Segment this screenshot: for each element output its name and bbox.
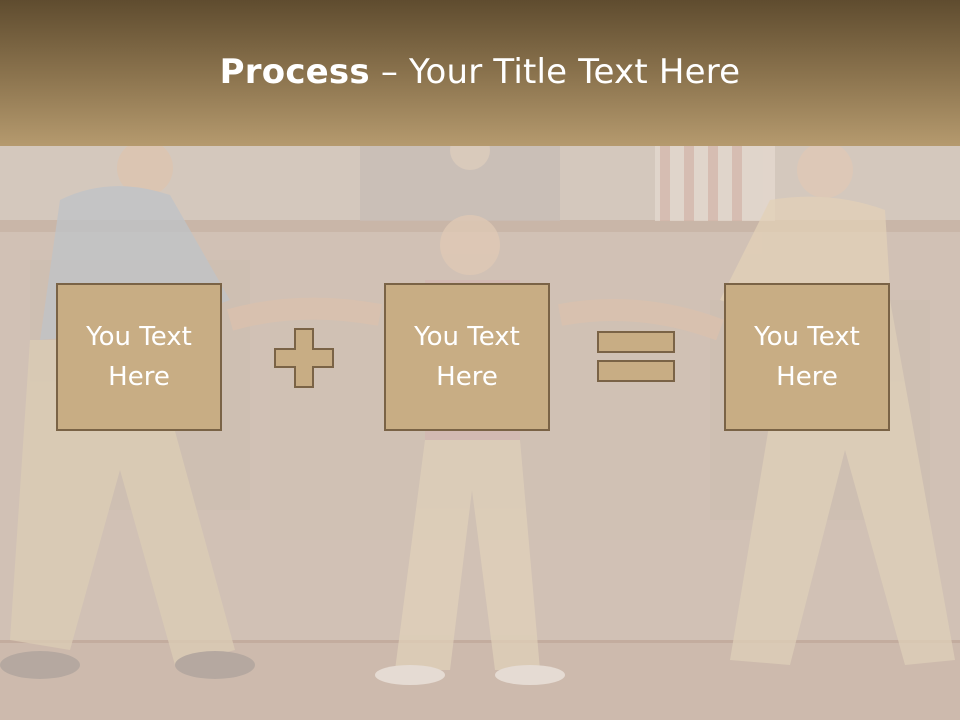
plus-icon bbox=[274, 328, 334, 388]
slide-title: Process – Your Title Text Here bbox=[0, 52, 960, 92]
process-box-3-text[interactable]: You Text Here bbox=[754, 322, 860, 392]
process-box-3[interactable]: You Text Here bbox=[724, 283, 890, 431]
process-box-1-text[interactable]: You Text Here bbox=[86, 322, 192, 392]
equals-icon bbox=[597, 331, 675, 382]
title-rest: Your Title Text Here bbox=[409, 52, 741, 92]
title-separator: – bbox=[369, 52, 410, 92]
process-box-2-text[interactable]: You Text Here bbox=[414, 322, 520, 392]
process-box-1[interactable]: You Text Here bbox=[56, 283, 222, 431]
title-bar: Process – Your Title Text Here bbox=[0, 0, 960, 146]
title-bold: Process bbox=[219, 52, 370, 92]
process-box-2[interactable]: You Text Here bbox=[384, 283, 550, 431]
